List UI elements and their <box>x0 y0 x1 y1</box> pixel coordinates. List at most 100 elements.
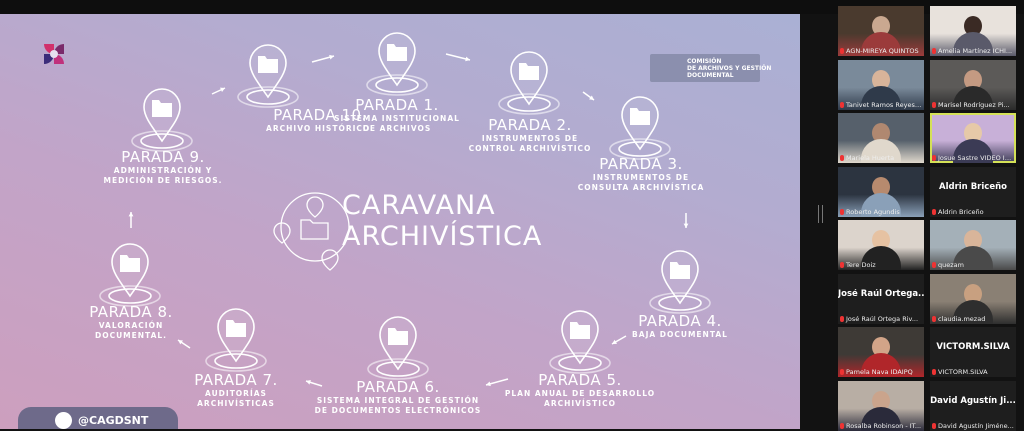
participant-name: Tere Doiz <box>840 261 922 269</box>
stop-9-pin-icon <box>131 88 193 152</box>
arrow-4-to-5 <box>683 213 689 228</box>
arrow-6-to-7 <box>485 378 509 387</box>
participant-name-text: Pamela Nava IDAIPQ <box>846 368 913 376</box>
stop-1-label: PARADA 1. SISTEMA INSTITUCIONAL DE ARCHI… <box>334 96 460 133</box>
arrow-3-to-4 <box>582 91 595 101</box>
commission-logo <box>650 54 760 82</box>
arrow-2-to-3 <box>445 53 471 62</box>
stop-1-pin-icon <box>366 32 428 96</box>
stop-8-label: PARADA 8. VALORACIÓN DOCUMENTAL. <box>89 303 173 340</box>
participant-display-name: David Agustín Ji... <box>930 395 1016 406</box>
participant-name: AGN-MIREYA QUINTOS <box>840 47 922 55</box>
participant-video-head <box>872 69 890 90</box>
participant-video-head <box>964 123 982 143</box>
mic-muted-icon <box>932 155 936 161</box>
participant-tile[interactable]: Mariela Huerta <box>838 113 924 163</box>
window-top-bar <box>0 0 1024 14</box>
mic-muted-icon <box>932 315 936 322</box>
brand-logo-icon <box>44 44 64 64</box>
participant-name: claudia.mezad <box>932 315 1014 323</box>
participant-video-head <box>872 390 890 411</box>
participant-tile[interactable]: VICTORM.SILVA VICTORM.SILVA <box>930 327 1016 377</box>
stop-6-pin-icon <box>367 316 429 380</box>
stop-3-label: PARADA 3. INSTRUMENTOS DE CONSULTA ARCHI… <box>577 155 705 192</box>
stop-2-label: PARADA 2. INSTRUMENTOS DE CONTROL ARCHIV… <box>468 116 592 153</box>
participant-name-text: quezam <box>938 261 964 269</box>
participant-video-head <box>964 69 982 90</box>
participant-tile[interactable]: Tanivet Ramos Reyes ... <box>838 59 924 110</box>
participant-name-text: José Raúl Ortega Riv... <box>846 314 919 323</box>
mic-muted-icon <box>840 369 844 375</box>
participant-name-text: Josue Sastre VIDEO INAI <box>938 154 1014 162</box>
participant-video-head <box>872 337 890 357</box>
stop-5-label: PARADA 5. PLAN ANUAL DE DESARROLLO ARCHI… <box>504 371 656 408</box>
stop-8-pin-icon <box>99 243 161 307</box>
participant-name: VICTORM.SILVA <box>932 368 1014 376</box>
participant-tile[interactable]: Roberto Agundis <box>838 166 924 217</box>
arrow-7-to-8 <box>305 380 323 387</box>
participant-name-text: Roberto Agundis <box>846 207 900 216</box>
participant-tile[interactable]: claudia.mezad <box>930 273 1016 324</box>
participant-tile[interactable]: Marisel Rodríguez Pi... <box>930 59 1016 110</box>
participant-video-head <box>872 176 890 197</box>
participant-display-name: VICTORM.SILVA <box>936 342 1010 352</box>
mic-muted-icon <box>840 101 844 108</box>
participant-name: Amelia Martínez ICHI... <box>932 47 1014 55</box>
panel-resize-handle[interactable] <box>818 205 823 223</box>
participant-tile[interactable]: AGN-MIREYA QUINTOS <box>838 6 924 56</box>
stop-4-label: PARADA 4. BAJA DOCUMENTAL <box>632 312 728 339</box>
participant-tile[interactable]: quezam <box>930 220 1016 270</box>
participant-name: Rosalba Robinson - IT... <box>840 422 922 430</box>
participant-name-text: Rosalba Robinson - IT... <box>846 421 922 430</box>
participant-tile[interactable]: Tere Doiz <box>838 220 924 270</box>
participant-name: Marisel Rodríguez Pi... <box>932 101 1014 109</box>
mic-muted-icon <box>932 369 936 375</box>
participant-video-head <box>872 230 890 250</box>
participant-video-head <box>964 16 982 36</box>
mic-muted-icon <box>840 48 844 54</box>
participant-name-text: Amelia Martínez ICHI... <box>938 47 1013 55</box>
twitter-icon <box>55 412 72 429</box>
participant-tile[interactable]: Josue Sastre VIDEO INAI <box>930 113 1016 163</box>
stop-3-pin-icon <box>609 96 671 160</box>
arrow-8-to-9 <box>177 339 191 349</box>
mic-muted-icon <box>932 48 936 54</box>
slide-graphics <box>44 32 711 387</box>
participant-name: Aldrin Briceño <box>932 208 1014 216</box>
participant-name: Mariela Huerta <box>840 154 922 162</box>
stop-7-pin-icon <box>205 308 267 372</box>
mic-muted-icon <box>932 208 936 215</box>
participant-tile[interactable]: Rosalba Robinson - IT... <box>838 380 924 431</box>
participant-name: Tanivet Ramos Reyes ... <box>840 101 922 109</box>
mic-muted-icon <box>840 422 844 429</box>
participant-name-text: Aldrin Briceño <box>938 207 984 216</box>
mic-muted-icon <box>932 422 936 429</box>
participant-display-name: Aldrin Briceño <box>939 181 1007 192</box>
participant-video-head <box>872 123 890 143</box>
mic-muted-icon <box>840 262 844 268</box>
participant-name-text: Tere Doiz <box>846 261 876 269</box>
arrow-10-to-1 <box>211 87 226 95</box>
participant-tile[interactable]: David Agustín Ji... David Agustín Jiméne.… <box>930 380 1016 431</box>
stop-10-pin-icon <box>237 44 299 108</box>
participant-tile[interactable]: Amelia Martínez ICHI... <box>930 6 1016 56</box>
stop-5-pin-icon <box>549 310 611 374</box>
mic-muted-icon <box>932 101 936 108</box>
participant-name-text: Mariela Huerta <box>846 154 895 162</box>
participant-name: Josue Sastre VIDEO INAI <box>932 154 1014 162</box>
stop-10-label: PARADA 10. ARCHIVO HISTÓRICO. <box>266 106 374 133</box>
participant-name: quezam <box>932 261 1014 269</box>
participant-name: David Agustín Jiméne... <box>932 422 1014 430</box>
slide-title: CARAVANA ARCHIVÍSTICA <box>342 190 543 252</box>
mic-muted-icon <box>840 315 844 322</box>
participant-tile[interactable]: Pamela Nava IDAIPQ <box>838 327 924 377</box>
participant-name-text: Tanivet Ramos Reyes ... <box>846 100 922 109</box>
mic-muted-icon <box>840 208 844 215</box>
participant-tile[interactable]: José Raúl Ortega...José Raúl Ortega Riv.… <box>838 273 924 324</box>
participant-video-head <box>872 16 890 36</box>
arrow-5-to-6 <box>611 335 627 345</box>
commission-name: COMISIÓN DE ARCHIVOS Y GESTIÓN DOCUMENTA… <box>687 58 772 79</box>
stop-7-label: PARADA 7. AUDITORÍAS ARCHIVÍSTICAS <box>194 371 278 408</box>
participant-name-text: claudia.mezad <box>938 314 986 323</box>
